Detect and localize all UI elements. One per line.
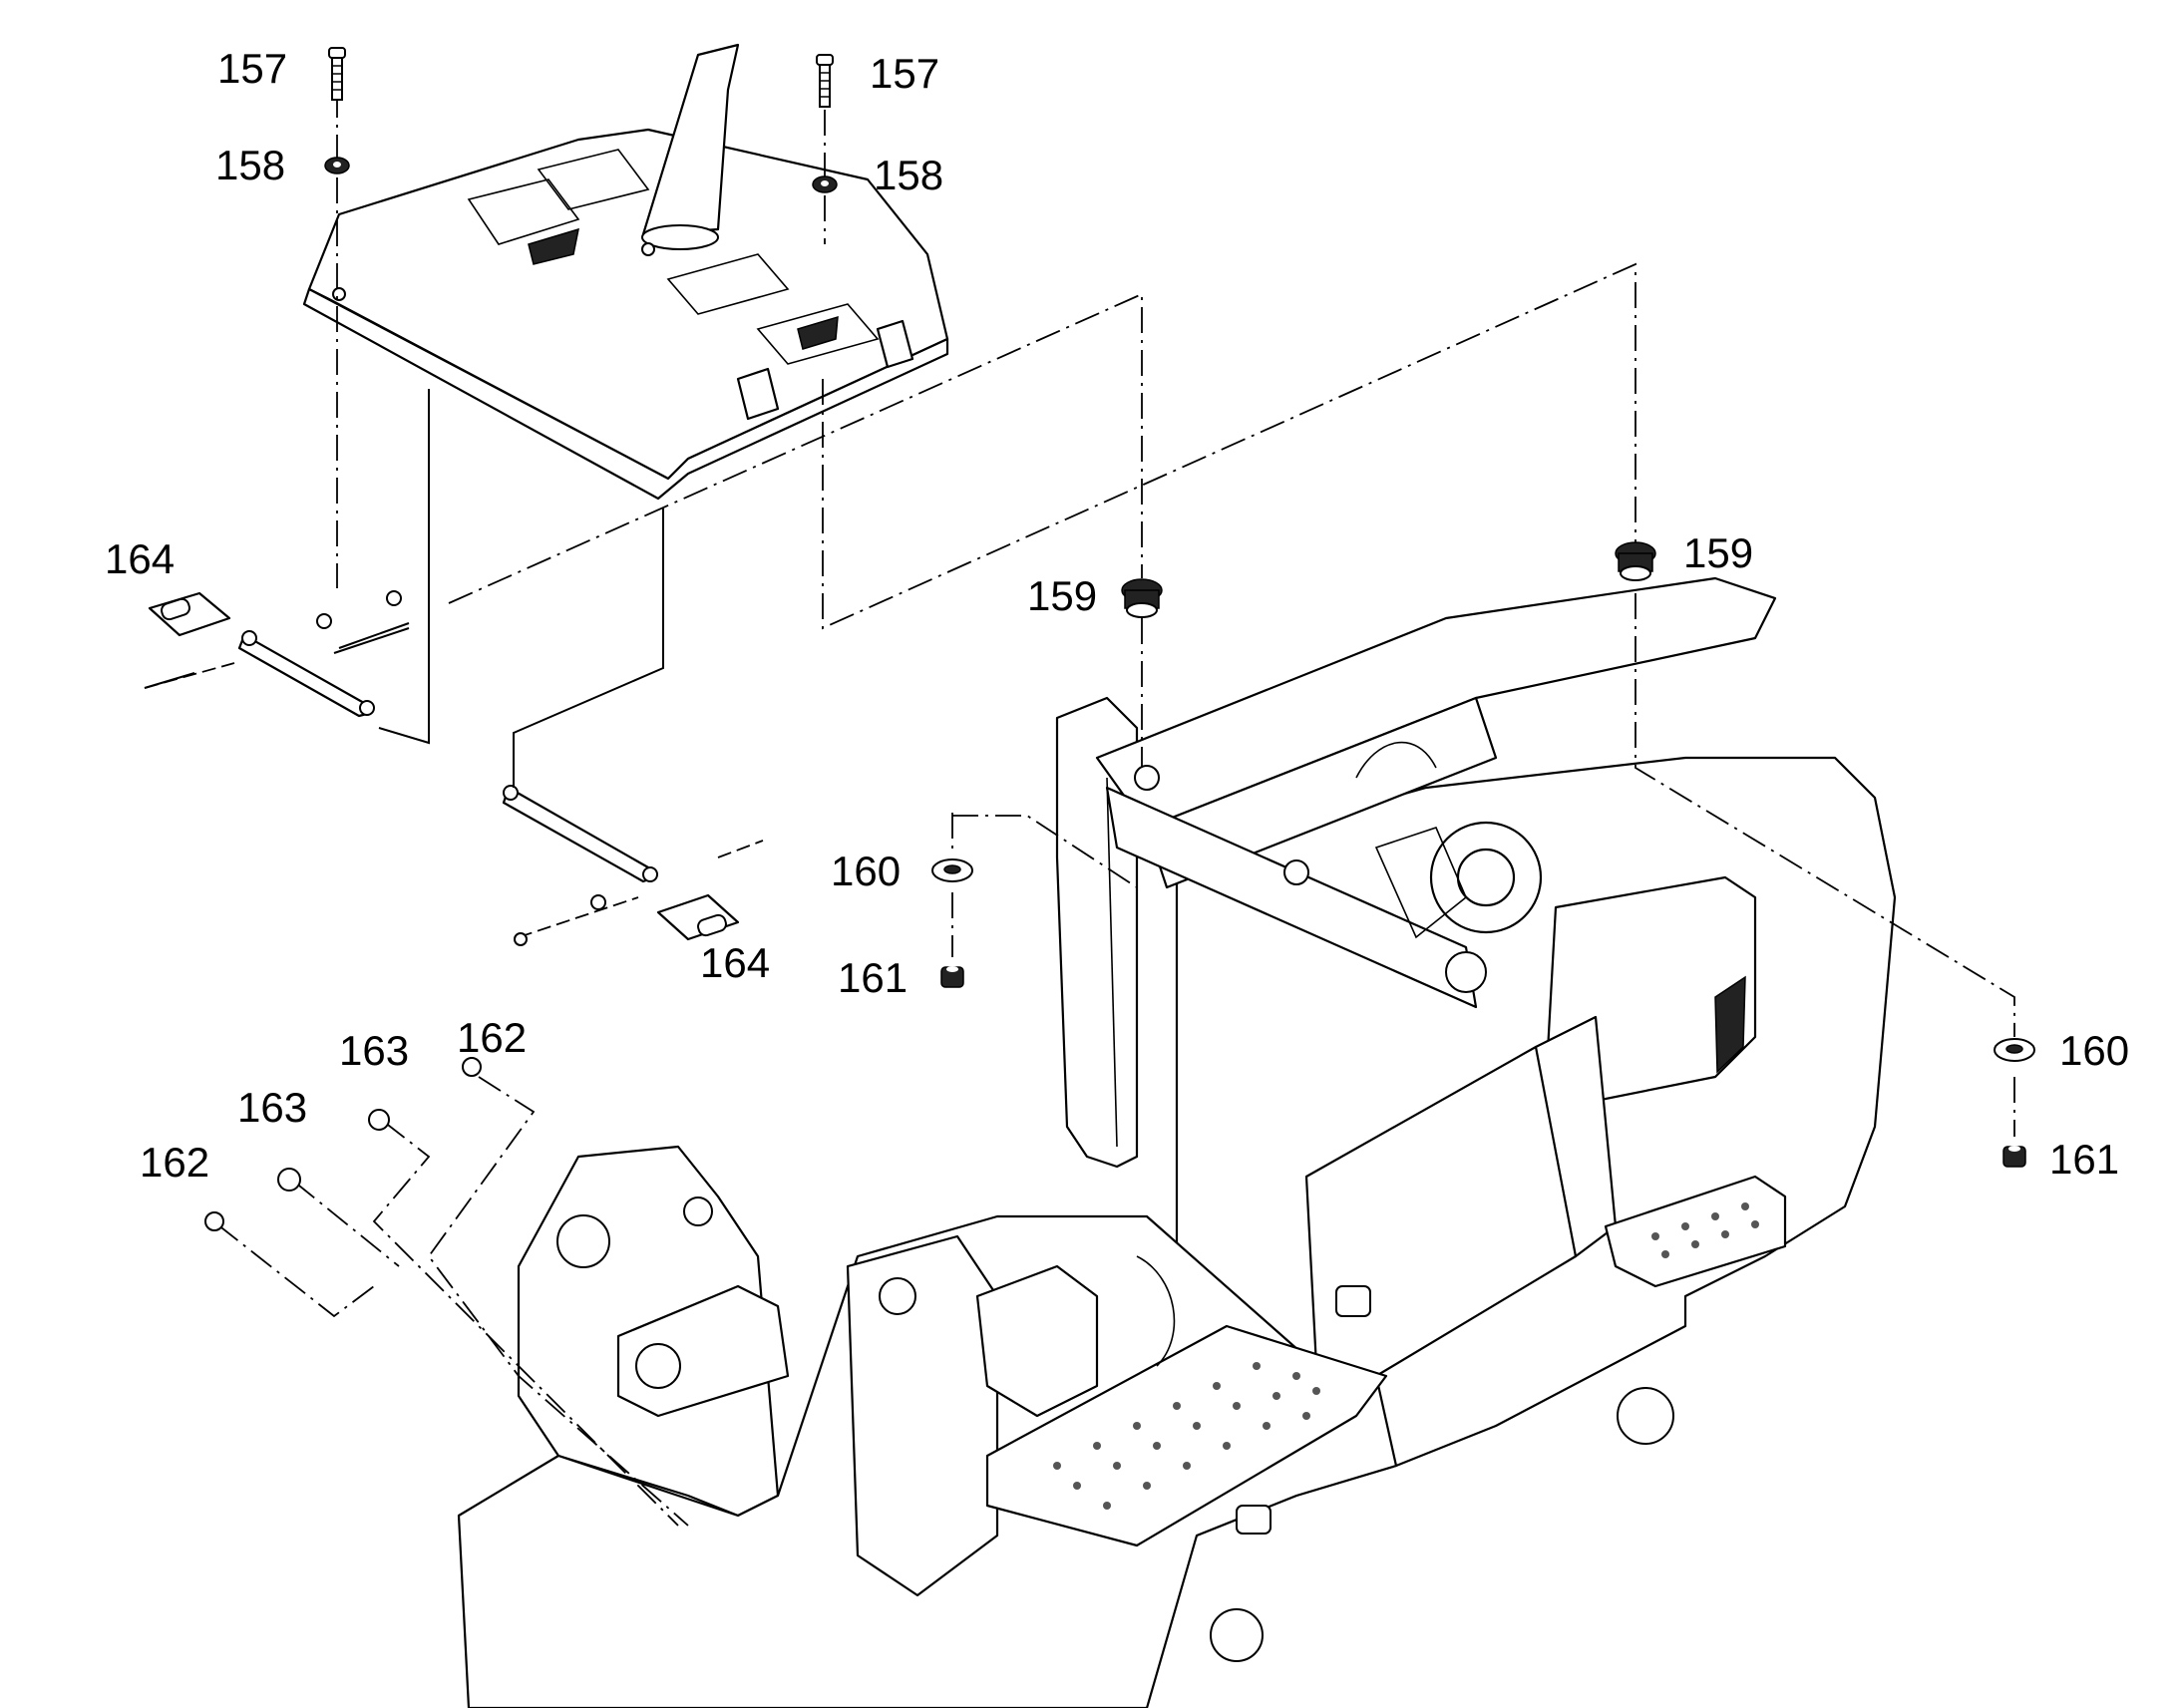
pin-163-lower [277, 1168, 301, 1192]
callout-162-upper: 162 [457, 1014, 527, 1061]
callout-labels: 157 157 158 158 159 159 160 160 161 161 … [105, 45, 2129, 1186]
pin-162-upper [462, 1057, 482, 1077]
bolt-157-right [816, 54, 834, 108]
callout-163-upper: 163 [339, 1027, 409, 1074]
callout-161-right: 161 [2049, 1136, 2119, 1183]
callout-159-left: 159 [1027, 572, 1097, 619]
bolt-157-left [328, 47, 346, 101]
support-rod-assembly-upper [144, 590, 410, 718]
callout-161-left: 161 [838, 954, 908, 1001]
loader-main-frame [457, 576, 1897, 1708]
callout-157-left: 157 [217, 45, 287, 92]
pin-162-lower [204, 1211, 224, 1231]
callout-162-lower: 162 [140, 1139, 209, 1186]
washer-158-left [324, 157, 350, 174]
washer-158-right [812, 175, 838, 193]
nut-161-left [940, 966, 964, 988]
callout-160-left: 160 [831, 848, 901, 894]
nut-161-right [2002, 1146, 2026, 1168]
callout-159-right: 159 [1683, 529, 1753, 576]
isolator-159-left [1121, 578, 1163, 618]
isolator-159-right [1615, 541, 1656, 581]
callout-164-upper: 164 [105, 535, 175, 582]
pin-163-upper [368, 1109, 390, 1131]
washer-160-right [1994, 1038, 2035, 1062]
callout-158-right: 158 [874, 152, 943, 198]
callout-160-right: 160 [2059, 1027, 2129, 1074]
callout-164-lower: 164 [700, 939, 770, 986]
callout-163-lower: 163 [237, 1084, 307, 1131]
support-rod-assembly-lower [502, 785, 764, 946]
engine-hood-cover [302, 43, 949, 501]
washer-160-left [931, 858, 973, 882]
callout-157-right: 157 [870, 50, 939, 97]
callout-158-left: 158 [215, 142, 285, 188]
